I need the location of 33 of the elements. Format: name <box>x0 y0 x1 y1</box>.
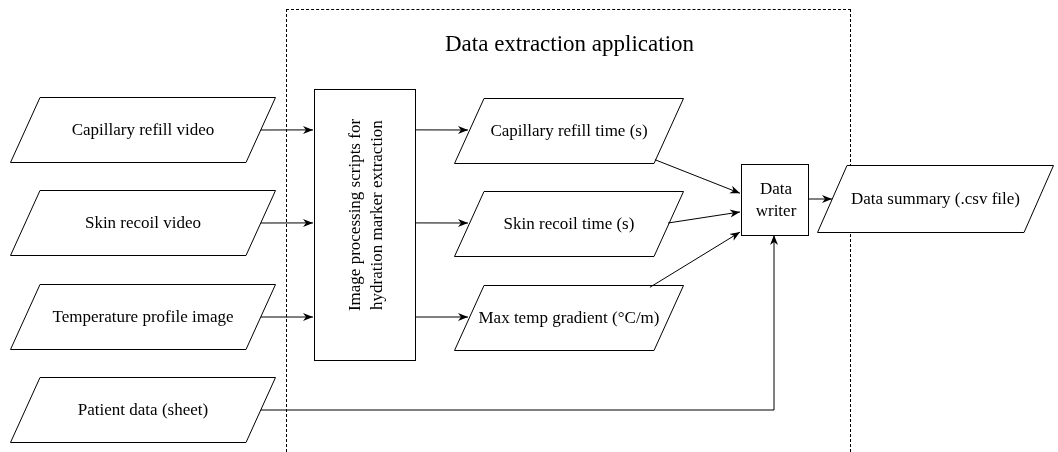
dashed-group-frame <box>286 9 851 452</box>
data-parallelogram <box>10 97 276 163</box>
arrow <box>807 195 833 203</box>
node-label: Temperature profile image <box>51 306 235 328</box>
arrow <box>649 231 741 288</box>
node-label: Data summary (.csv file) <box>850 188 1021 210</box>
node-label: Image processing scripts for hydration marker extraction <box>344 117 387 314</box>
node-label: Skin recoil video <box>83 212 203 234</box>
process-box <box>314 89 416 361</box>
group-title: Data extraction application <box>443 30 696 58</box>
process-box <box>741 164 809 236</box>
node-label: Capillary refill time (s) <box>489 120 649 142</box>
arrow <box>260 125 314 134</box>
data-parallelogram <box>10 190 276 256</box>
arrow <box>414 313 469 321</box>
arrow <box>414 126 469 134</box>
arrow <box>260 234 778 411</box>
node-label: Patient data (sheet) <box>76 399 210 421</box>
arrow <box>667 209 741 224</box>
data-parallelogram <box>454 98 684 164</box>
arrow <box>260 218 314 227</box>
data-parallelogram <box>10 377 276 443</box>
node-label: Skin recoil time (s) <box>502 213 636 235</box>
node-label: Max temp gradient (°C/m) <box>477 307 661 329</box>
node-label: Capillary refill video <box>70 119 216 141</box>
data-parallelogram <box>454 285 684 351</box>
data-parallelogram <box>454 191 684 257</box>
arrow <box>654 159 741 194</box>
arrow <box>260 313 314 321</box>
data-parallelogram <box>10 284 276 350</box>
arrow <box>414 219 469 227</box>
node-label: Data writer <box>754 178 798 222</box>
data-parallelogram <box>817 165 1054 233</box>
